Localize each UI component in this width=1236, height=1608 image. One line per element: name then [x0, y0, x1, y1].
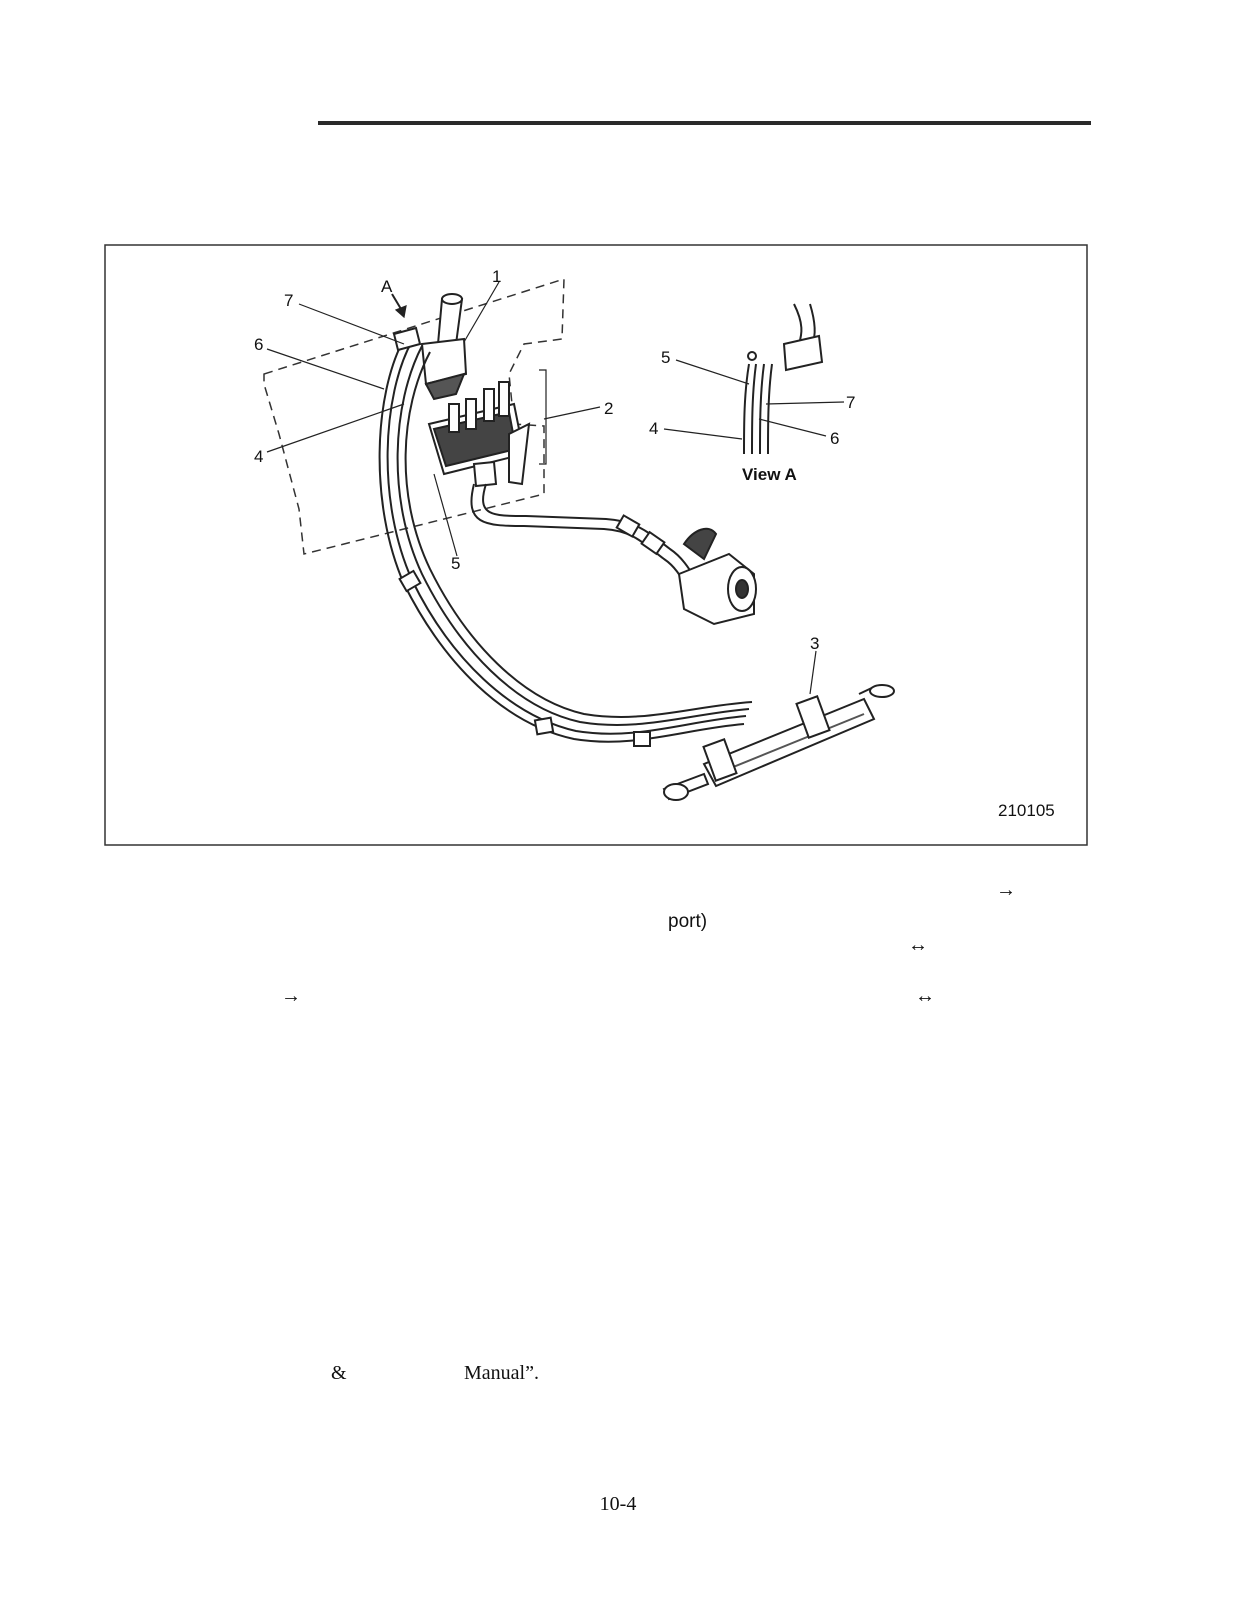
callout-6: 6: [254, 335, 263, 354]
callout-3: 3: [810, 634, 819, 653]
arrow-lr-1: ↔: [908, 934, 928, 956]
steering-hydraulic-diagram: 7 6 4 1 2 5 3 A 5 4 7 6 View A 210105: [104, 244, 1088, 846]
figure-id: 210105: [998, 801, 1055, 820]
steering-column: [420, 293, 468, 401]
text-port: port): [668, 911, 708, 932]
inset-callout-7: 7: [846, 393, 855, 412]
control-valve: [427, 381, 531, 488]
hose-clamps: [392, 326, 651, 747]
arrow-right-2: →: [281, 985, 301, 1007]
steering-cylinder: [662, 684, 895, 801]
callout-7: 7: [284, 291, 293, 310]
inset-callout-6: 6: [830, 429, 839, 448]
arrow-lr-2: ↔: [915, 985, 935, 1007]
pump-hose-clamps: [615, 514, 666, 556]
callout-2: 2: [604, 399, 613, 418]
callout-4: 4: [254, 447, 263, 466]
callout-1: 1: [492, 267, 501, 286]
text-ampersand: &: [331, 1362, 347, 1384]
view-a-inset: [743, 303, 824, 455]
header-rule: [318, 121, 1091, 125]
inset-title: View A: [742, 465, 797, 484]
chassis-outline: [263, 277, 565, 555]
inset-callout-4: 4: [649, 419, 658, 438]
text-manual: Manual”.: [464, 1362, 539, 1384]
view-a-arrow-label: A: [381, 277, 393, 296]
page-number: 10-4: [599, 1493, 637, 1515]
arrow-right-1: →: [996, 879, 1016, 901]
leader-lines: [266, 281, 845, 695]
callout-5: 5: [451, 554, 460, 573]
hydraulic-pump: [677, 527, 757, 626]
inset-callout-5: 5: [661, 348, 670, 367]
